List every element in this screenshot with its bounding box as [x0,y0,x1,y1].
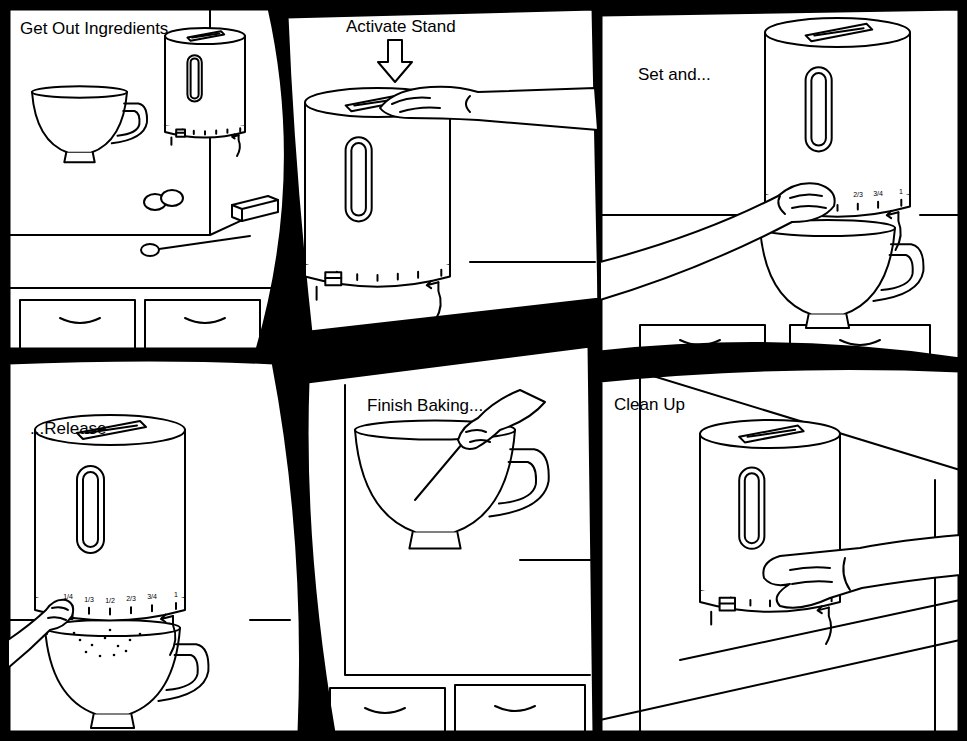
dial-mark: 2/3 [126,595,136,602]
dial-mark: 1/2 [105,597,115,604]
panel-caption: Activate Stand [346,18,456,37]
dial-mark: 3/4 [147,593,157,600]
panel-caption: Clean Up [614,396,685,415]
panel-frame [8,8,290,350]
dial-mark: 1/3 [84,596,94,603]
panel-frame [8,360,303,733]
dial-mark: 1 [174,591,178,598]
dial-mark: 2/3 [853,191,863,198]
panel-caption: Set and... [638,66,711,85]
panel-frame [600,8,960,365]
panel-frame [600,370,960,733]
comic-panel: Get Out Ingredients [8,8,290,350]
dial-mark: 1/4 [63,593,73,600]
comic-panel: Set and... [600,8,960,365]
comic-panel: ...Release [8,360,303,733]
panel-border [600,8,960,360]
comic-panel: Activate Stand [282,8,600,343]
panel-border [306,345,595,733]
panel-border [8,8,286,350]
panel-caption: Get Out Ingredients [20,20,168,39]
panel-caption: Finish Baking... [367,397,483,416]
comic-panel: Finish Baking... [305,345,595,733]
panel-caption: ...Release [30,420,107,439]
dial-mark: 1 [899,188,903,195]
dial-mark: 3/4 [873,190,883,197]
comic-panel: Clean Up [600,370,960,733]
panel-border [286,8,600,333]
panel-border [600,368,960,733]
panel-frame [282,8,600,343]
panel-border [8,359,302,733]
